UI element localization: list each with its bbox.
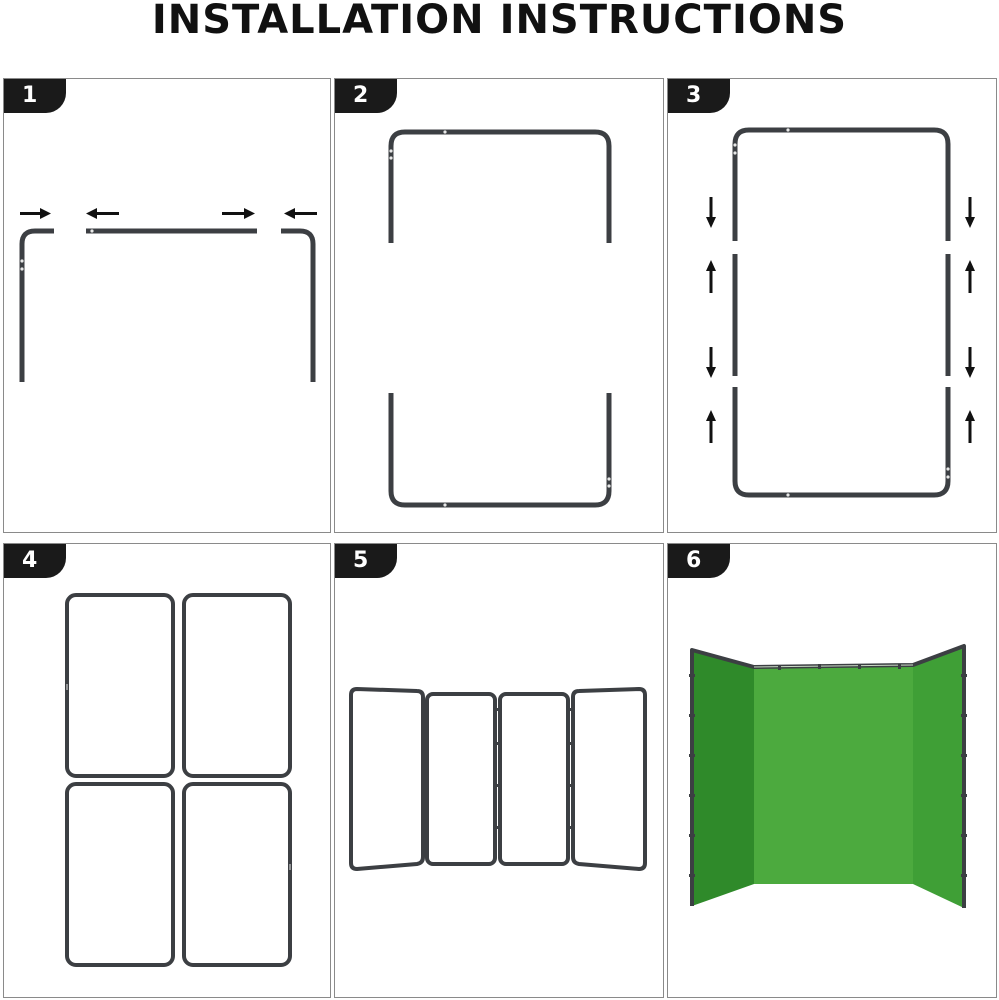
step-6-badge: 6 — [668, 544, 730, 578]
arrow-up-icon — [965, 410, 975, 443]
green-screen-center — [754, 665, 913, 884]
step-3-illustration — [706, 127, 975, 498]
step-1-panel: 1 — [3, 78, 331, 533]
green-screen-left-wing — [692, 650, 754, 906]
page-title: INSTALLATION INSTRUCTIONS — [151, 0, 848, 42]
top-frame-rod — [388, 129, 612, 243]
arrow-up-icon — [706, 260, 716, 293]
green-screen-right-wing — [913, 646, 964, 908]
arrow-down-icon — [965, 197, 975, 228]
frame-panel-3 — [498, 692, 570, 866]
arrow-left-icon — [284, 208, 317, 219]
frame-clips — [689, 664, 967, 877]
step-4-badge: 4 — [4, 544, 66, 578]
step-5-panel: 5 — [334, 543, 664, 998]
step-5-badge: 5 — [335, 544, 397, 578]
arrow-up-icon — [706, 410, 716, 443]
right-elbow-rod — [281, 228, 316, 382]
top-frame-rod — [732, 127, 951, 241]
frame-bottom-left — [65, 782, 175, 967]
step-4-illustration — [65, 593, 292, 967]
frame-top-right — [182, 593, 292, 778]
arrow-right-icon — [20, 208, 51, 219]
bottom-frame-rod — [732, 387, 951, 498]
frame-bottom-right — [182, 782, 292, 967]
step-1-badge: 1 — [4, 79, 66, 113]
step-6-illustration — [689, 644, 967, 908]
arrow-left-icon — [86, 208, 119, 219]
arrow-down-icon — [706, 347, 716, 378]
step-1-illustration — [19, 208, 317, 382]
left-elbow-rod — [19, 228, 54, 382]
step-6-panel: 6 — [667, 543, 997, 998]
frame-panel-4 — [571, 687, 647, 871]
step-2-illustration — [388, 129, 612, 508]
frame-panel-2 — [425, 692, 497, 866]
frame-panel-1 — [349, 687, 425, 871]
step-2-badge: 2 — [335, 79, 397, 113]
step-2-panel: 2 — [334, 78, 664, 533]
step-5-illustration — [349, 687, 647, 871]
step-3-badge: 3 — [668, 79, 730, 113]
arrow-down-icon — [706, 197, 716, 228]
connector-clips — [421, 708, 575, 829]
arrow-right-icon — [222, 208, 255, 219]
step-3-panel: 3 — [667, 78, 997, 533]
arrow-up-icon — [965, 260, 975, 293]
step-4-panel: 4 — [3, 543, 331, 998]
bottom-frame-rod — [388, 393, 612, 508]
frame-top-left — [65, 593, 175, 778]
arrow-down-icon — [965, 347, 975, 378]
